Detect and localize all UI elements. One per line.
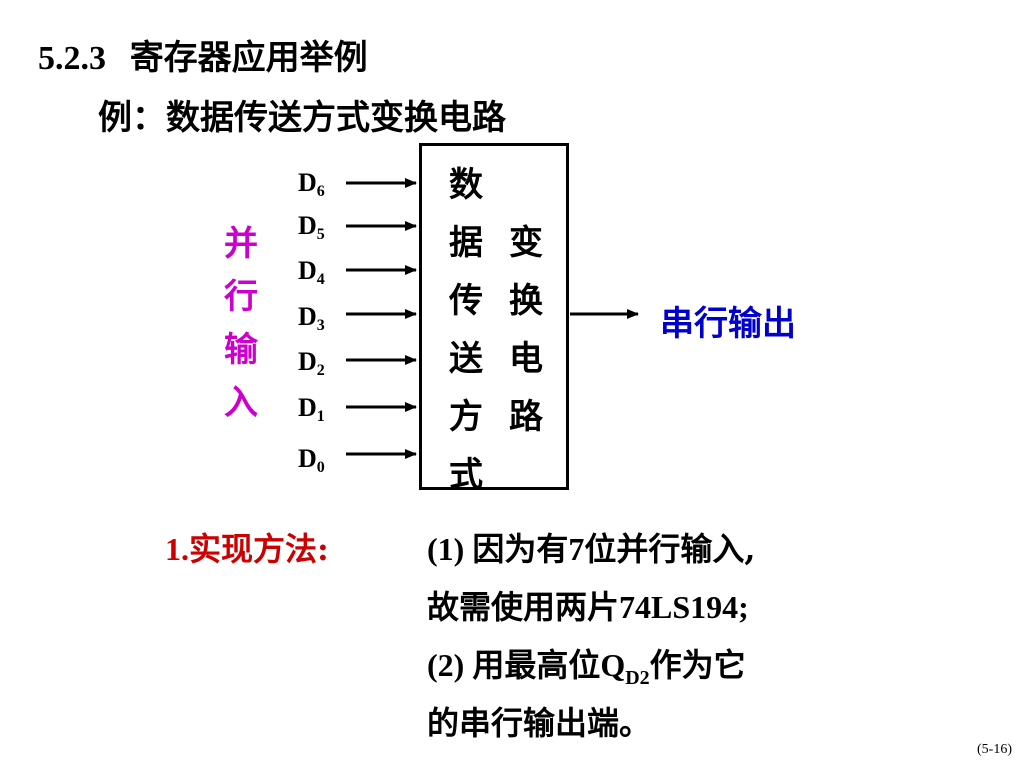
section-number: 5.2.3 <box>38 40 106 77</box>
conversion-circuit-box: 数 据 传 送 方 式 变 换 电 路 <box>419 143 569 495</box>
example-subtitle: 例：数据传送方式变换电路 <box>98 98 506 138</box>
page-number: (5-16) <box>977 742 1012 757</box>
input-label-d0: D0 <box>298 444 325 476</box>
input-label-d5: D5 <box>298 211 325 243</box>
input-label-d4: D4 <box>298 256 325 288</box>
method-line-2: 故需使用两片74LS194; <box>427 588 749 626</box>
method-line-3: (2) 用最高位QD2作为它 <box>427 646 746 689</box>
input-label-d6: D6 <box>298 168 325 200</box>
parallel-input-label: 并 行 输 入 <box>224 218 258 430</box>
method-heading: 1.实现方法: <box>165 530 329 568</box>
parallel-char: 并 <box>224 224 258 264</box>
input-label-d3: D3 <box>298 302 325 334</box>
method-line-4: 的串行输出端。 <box>427 704 652 742</box>
input-label-d2: D2 <box>298 347 325 379</box>
section-title: 寄存器应用举例 <box>129 38 368 78</box>
box-text-col1: 数 据 传 送 方 式 <box>449 165 483 495</box>
parallel-char: 输 <box>224 330 258 370</box>
parallel-char: 行 <box>224 277 258 317</box>
serial-output-label: 串行输出 <box>660 304 796 344</box>
slide-title: 5.2.3 寄存器应用举例 <box>38 30 368 79</box>
parallel-char: 入 <box>224 383 258 423</box>
method-line-1: (1) 因为有7位并行输入, <box>427 530 756 568</box>
input-label-d1: D1 <box>298 393 325 425</box>
box-text-col2: 变 换 电 路 <box>509 223 543 437</box>
